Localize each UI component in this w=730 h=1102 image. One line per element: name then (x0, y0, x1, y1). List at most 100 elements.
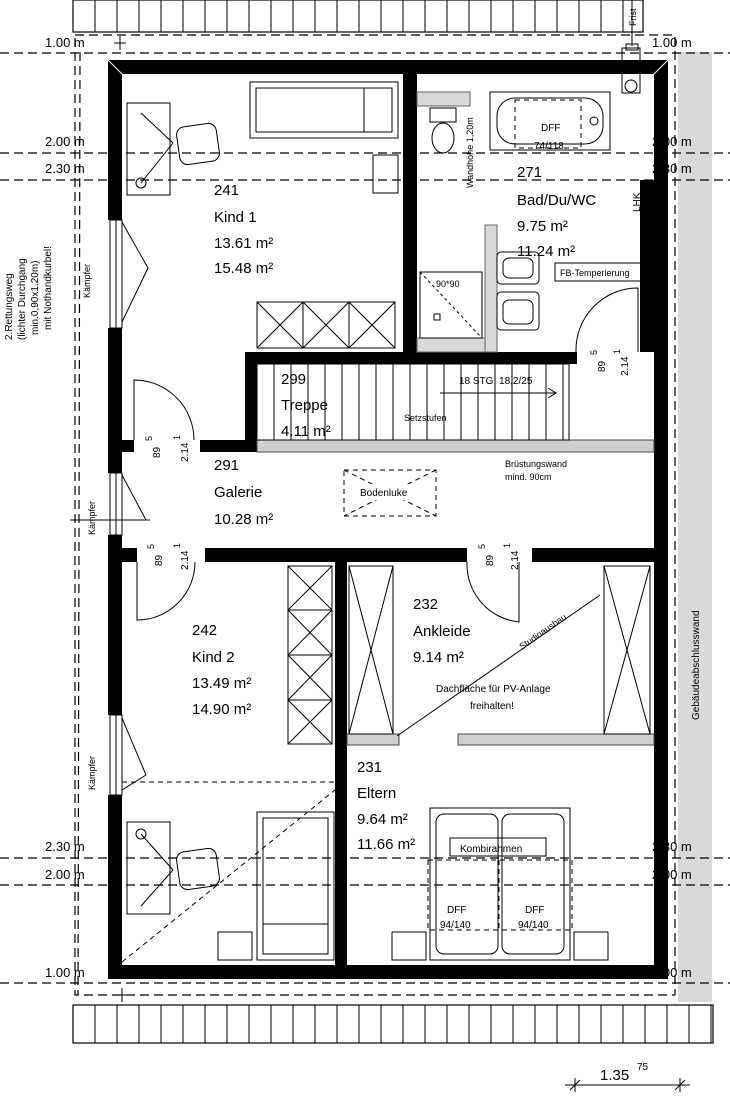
svg-text:2.14: 2.14 (620, 356, 631, 376)
balustrade-wall (256, 439, 655, 453)
kaempfer-label-2: Kämpfer (87, 501, 97, 535)
outer-walls (107, 59, 669, 979)
building-end-wall-label: Gebäudeabschlusswand (691, 610, 702, 720)
room-treppe: 299 Treppe 4.11 m² (281, 371, 331, 440)
svg-text:5: 5 (477, 544, 487, 549)
attic-hatch-diag-1 (343, 469, 437, 517)
stairs-label: 18 STG. 18,2/25 (459, 376, 533, 387)
door-dim-kind2: 89 5 2.14 1 (146, 543, 191, 570)
svg-text:1: 1 (172, 435, 182, 440)
svg-text:241: 241 (214, 182, 239, 199)
attic-hatch-diag-2 (343, 469, 437, 517)
svg-text:2.14: 2.14 (180, 550, 191, 570)
skylight-eltern (427, 859, 573, 931)
low-wall-right (457, 733, 655, 746)
wall-height-label: Wandhöhe 1,20m (465, 117, 475, 188)
svg-text:1.35: 1.35 (600, 1067, 629, 1084)
svg-text:5: 5 (589, 350, 599, 355)
wardrobe-kind1 (256, 301, 396, 349)
balustrade-label-1: Brüstungswand (505, 459, 567, 469)
level-label-top-left: 1.00 m (45, 35, 85, 50)
dimension-label: 1.35 75 (600, 1062, 649, 1084)
shower-label: 90*90 (436, 279, 460, 289)
svg-text:5: 5 (146, 544, 156, 549)
svg-text:5: 5 (144, 436, 154, 441)
svg-text:Kind 2: Kind 2 (192, 649, 235, 666)
nightstand-kind2 (217, 931, 253, 961)
svg-text:2.14: 2.14 (180, 442, 191, 462)
fb-temp-box (554, 262, 642, 282)
dff-bed-right-label: DFF (525, 905, 544, 916)
pv-label-2: freihalten! (470, 701, 514, 712)
escape-route-note: 2.Rettungsweg (lichter Durchgang min.0,9… (4, 246, 54, 340)
door-dim-bad: 89 5 2.14 1 (589, 349, 631, 376)
level-label-bottom-left: 1.00 m (45, 965, 85, 980)
svg-text:242: 242 (192, 622, 217, 639)
heater-bad (641, 189, 653, 241)
marker-bottom-left (116, 988, 128, 1002)
svg-text:Kind 1: Kind 1 (214, 209, 257, 226)
kombirahmen-box (449, 837, 547, 857)
skylight-bad (514, 99, 582, 149)
setzstufen-label: Setzstufen (404, 413, 447, 423)
level-label-230-bottom-left: 2.30 m (45, 839, 85, 854)
svg-text:11.24 m²: 11.24 m² (517, 243, 575, 260)
dff-bed-right-size: 94/140 (518, 920, 549, 931)
dff-bed-left-label: DFF (447, 905, 466, 916)
room-kind1: 241 Kind 1 13.61 m² 15.48 m² (214, 182, 273, 277)
kombirahmen-label: Kombirahmen (460, 844, 522, 855)
shower (419, 271, 483, 339)
frist-marker (625, 0, 639, 51)
door-ankleide (466, 561, 520, 623)
fb-temp-label: FB-Temperierung (560, 268, 630, 278)
pv-label-1: Dachfläche für PV-Anlage (436, 684, 551, 695)
studio-line (396, 594, 601, 737)
sink-lower (496, 291, 540, 331)
svg-text:Treppe: Treppe (281, 397, 328, 414)
low-wall-left (346, 733, 400, 746)
window-kind1 (109, 219, 149, 329)
wardrobe-ankleide-left (348, 565, 394, 735)
door-dim-ankleide: 89 5 2.14 1 (477, 543, 521, 570)
svg-text:231: 231 (357, 759, 382, 776)
room-galerie: 291 Galerie 10.28 m² (214, 457, 273, 528)
svg-text:89: 89 (152, 446, 163, 458)
sink-upper (496, 251, 540, 285)
window-galerie (109, 472, 147, 536)
door-bad (575, 287, 639, 353)
stair-arrow-head (547, 387, 557, 399)
svg-text:89: 89 (154, 554, 165, 566)
svg-text:89: 89 (597, 360, 608, 372)
svg-text:9.75 m²: 9.75 m² (517, 218, 568, 235)
svg-text:10.28 m²: 10.28 m² (214, 511, 273, 528)
bath-shower-wall (484, 224, 498, 353)
bath-panel-top (416, 91, 471, 107)
svg-text:299: 299 (281, 371, 306, 388)
attic-hatch-label: Bodenluke (360, 488, 408, 499)
staircase (256, 363, 570, 441)
level-label-200-top-left: 2.00 m (45, 134, 85, 149)
svg-text:4.11 m²: 4.11 m² (281, 423, 331, 440)
svg-text:2.Rettungsweg: 2.Rettungsweg (4, 273, 15, 340)
wardrobe-ankleide-right (603, 565, 651, 735)
svg-text:Bad/Du/WC: Bad/Du/WC (517, 192, 596, 209)
svg-text:89: 89 (485, 554, 496, 566)
roof-eave-top (72, 0, 644, 33)
svg-text:2.14: 2.14 (510, 550, 521, 570)
svg-text:75: 75 (637, 1062, 649, 1073)
attic-hatch (343, 469, 437, 517)
svg-text:13.61 m²: 13.61 m² (214, 235, 273, 252)
door-dim-kind1: 89 5 2.14 1 (144, 435, 191, 462)
lhk-label: LHK (632, 192, 643, 212)
bathtub (489, 91, 611, 151)
svg-text:(lichter Durchgang: (lichter Durchgang (17, 258, 28, 340)
svg-text:14.90 m²: 14.90 m² (192, 701, 251, 718)
chimney (621, 47, 641, 94)
level-label-top-right: 1.00 m (652, 35, 692, 50)
wardrobe-kind2 (287, 565, 333, 745)
svg-text:1: 1 (502, 543, 512, 548)
dff-bad-label: DFF (541, 123, 560, 134)
roof-eave-bottom (72, 1004, 714, 1044)
svg-text:1: 1 (172, 543, 182, 548)
